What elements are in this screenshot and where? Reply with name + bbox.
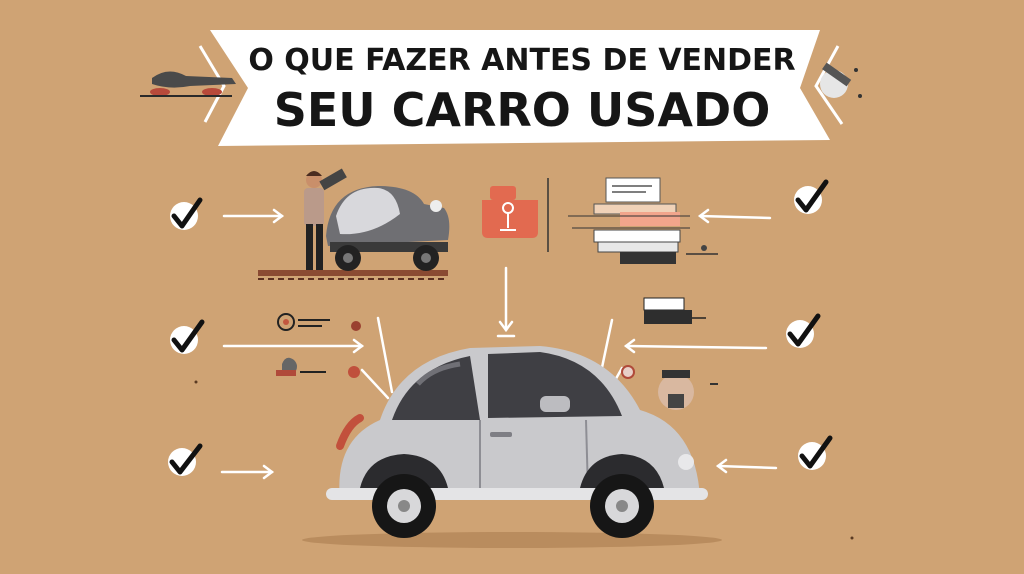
arrow-down-icon xyxy=(498,266,514,333)
check-icon xyxy=(170,319,205,354)
inspection-doodle-left xyxy=(276,313,361,378)
check-icon xyxy=(170,197,203,230)
speck xyxy=(850,536,854,540)
arrow-left-icon xyxy=(623,338,768,354)
arrow-right-icon xyxy=(222,208,285,224)
speck xyxy=(194,380,198,384)
banner-line-2: SEU CARRO USADO xyxy=(274,83,771,137)
pointer-line xyxy=(360,316,394,400)
arrow-right-icon xyxy=(220,464,275,480)
check-icon xyxy=(786,313,821,348)
mechanic-illustration xyxy=(258,168,450,280)
arrow-left-icon xyxy=(697,208,772,224)
arrow-right-icon xyxy=(222,338,365,354)
car-illustration xyxy=(302,346,722,548)
arrow-left-icon xyxy=(715,458,778,474)
paperwork-icon xyxy=(593,229,718,264)
check-icon xyxy=(168,443,203,476)
banner-line-1: O QUE FAZER ANTES DE VENDER xyxy=(248,43,795,78)
ramp-doodle-icon xyxy=(140,71,236,97)
title-banner: O QUE FAZER ANTES DE VENDER SEU CARRO US… xyxy=(198,30,844,146)
check-icon xyxy=(798,435,833,470)
check-icon xyxy=(794,179,829,214)
key-fob-icon xyxy=(482,178,549,252)
inspection-doodle-right xyxy=(621,297,718,410)
document-icon xyxy=(568,177,690,229)
tool-doodle-icon xyxy=(820,62,862,98)
